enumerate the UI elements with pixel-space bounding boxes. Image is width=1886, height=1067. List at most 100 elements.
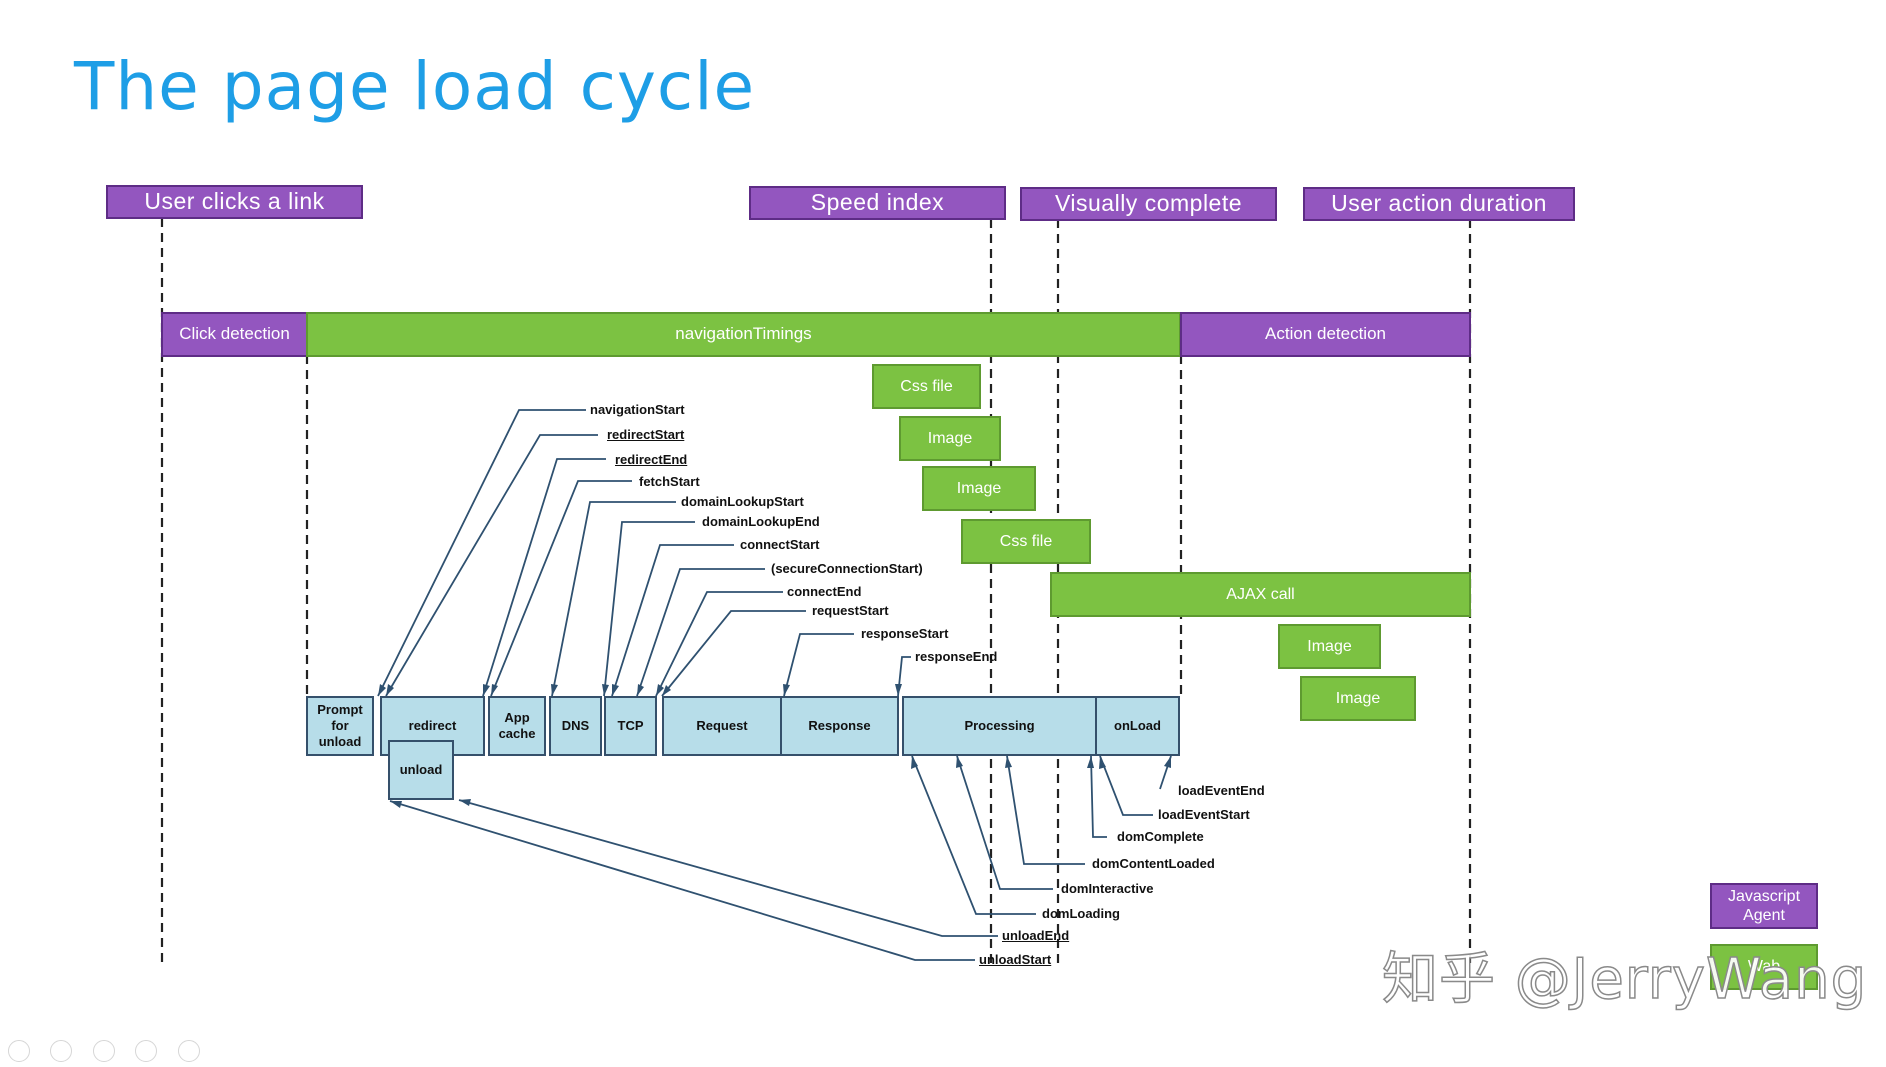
segment-label: Request — [696, 717, 748, 733]
arrow-connectStart — [611, 544, 734, 697]
event-domainLookupStart: domainLookupStart — [681, 494, 804, 509]
arrow-redirectEnd — [482, 458, 606, 697]
event-fetchStart: fetchStart — [639, 474, 700, 489]
arrow-unloadStart — [389, 800, 975, 961]
segment-prompt-for-unload: Prompt for unload — [306, 696, 374, 756]
resource-label: Image — [927, 429, 973, 447]
phase-click-detection-text: Click detection — [179, 324, 290, 344]
milestone-visually-complete-text: Visually complete — [1054, 190, 1243, 217]
milestone-user-clicks: User clicks a link — [106, 185, 363, 219]
segment-label: TCP — [617, 717, 644, 733]
top-event-arrows — [377, 409, 911, 697]
milestone-visually-complete: Visually complete — [1020, 187, 1277, 221]
event-domContentLoaded: domContentLoaded — [1092, 856, 1215, 871]
milestone-user-action-duration: User action duration — [1303, 187, 1575, 221]
event-connectStart: connectStart — [740, 537, 820, 552]
arrow-loadEventStart — [1099, 755, 1153, 816]
event-redirectEnd: redirectEnd — [615, 452, 688, 467]
slide-control-icon[interactable] — [8, 1040, 30, 1062]
page-title: The page load cycle — [74, 48, 756, 125]
event-loadEventEnd: loadEventEnd — [1178, 783, 1265, 798]
segment-label: Prompt for unload — [317, 701, 363, 750]
event-domComplete: domComplete — [1117, 829, 1204, 844]
arrow-unloadEnd — [458, 799, 998, 937]
slide-control-icon[interactable] — [50, 1040, 73, 1062]
arrow-connectEnd — [655, 591, 783, 697]
arrow-domainLookupEnd — [603, 521, 695, 697]
legend-green-box: Wab — [1710, 944, 1818, 990]
phase-navigation-timings: navigationTimings — [306, 312, 1181, 357]
segment-label: redirect — [408, 717, 457, 733]
resource-css-file: Css file — [961, 519, 1091, 564]
event-navigationStart: navigationStart — [590, 402, 685, 417]
event-secureConnectionStart: (secureConnectionStart) — [771, 561, 923, 576]
arrow-secureConnectionStart — [636, 568, 765, 697]
segment-app-cache: App cache — [488, 696, 546, 756]
segment-processing: Processing — [902, 696, 1097, 756]
legend-javascript-agent-text: Javascript Agent — [1727, 887, 1801, 924]
event-unloadEnd: unloadEnd — [1002, 928, 1070, 943]
arrow-domLoading — [911, 755, 1036, 915]
watermark: 知乎 @JerryWang — [1381, 946, 1868, 1013]
segment-tcp: TCP — [604, 696, 657, 756]
arrow-heads — [378, 684, 1171, 808]
segment-request: Request — [662, 696, 782, 756]
resource-label: Image — [1307, 637, 1352, 655]
bottom-event-arrows — [389, 755, 1172, 961]
phase-action-detection-text: Action detection — [1265, 324, 1386, 344]
resource-image: Image — [1300, 676, 1416, 721]
resource-ajax-call: AJAX call — [1050, 572, 1471, 617]
slide-controls — [8, 1040, 216, 1067]
segment-dns: DNS — [549, 696, 602, 756]
event-connectEnd: connectEnd — [787, 584, 862, 599]
resource-label: Image — [1335, 689, 1381, 707]
event-domLoading: domLoading — [1042, 906, 1120, 921]
phase-action-detection: Action detection — [1180, 312, 1471, 357]
arrow-domainLookupStart — [551, 501, 676, 697]
slide-control-icon[interactable] — [135, 1040, 158, 1062]
milestone-user-action-duration-text: User action duration — [1331, 190, 1547, 217]
event-responseEnd: responseEnd — [915, 649, 998, 664]
event-domainLookupEnd: domainLookupEnd — [702, 514, 820, 529]
legend-green-box-text: Wab — [1747, 958, 1781, 976]
arrow-navigationStart — [377, 409, 586, 697]
arrow-fetchStart — [490, 480, 632, 697]
resource-label: AJAX call — [1226, 585, 1295, 603]
resource-label: Css file — [999, 532, 1053, 550]
arrow-domInteractive — [956, 755, 1053, 890]
phase-click-detection: Click detection — [161, 312, 308, 357]
phase-navigation-timings-text: navigationTimings — [675, 324, 812, 344]
arrow-domContentLoaded — [1006, 755, 1085, 865]
resource-image: Image — [922, 466, 1036, 511]
segment-label: App cache — [498, 709, 536, 741]
arrow-responseStart — [783, 633, 854, 697]
resource-image: Image — [899, 416, 1001, 461]
slide-control-icon[interactable] — [92, 1040, 115, 1062]
milestone-speed-index: Speed index — [749, 186, 1006, 220]
segment-label: Processing — [964, 717, 1035, 733]
segment-label: Response — [808, 717, 871, 733]
event-redirectStart: redirectStart — [607, 427, 685, 442]
segment-unload: unload — [388, 740, 454, 800]
milestone-user-clicks-text: User clicks a link — [144, 188, 325, 215]
segment-label: onLoad — [1114, 717, 1161, 733]
event-responseStart: responseStart — [861, 626, 949, 641]
milestone-speed-index-text: Speed index — [810, 189, 945, 216]
resource-image: Image — [1278, 624, 1381, 669]
arrow-domComplete — [1090, 755, 1107, 838]
arrow-responseEnd — [897, 656, 911, 697]
resource-label: Image — [956, 479, 1002, 497]
arrow-redirectStart — [385, 434, 598, 697]
segment-label: unload — [399, 761, 443, 777]
legend-javascript-agent: Javascript Agent — [1710, 883, 1818, 929]
resource-label: Css file — [900, 377, 953, 395]
event-domInteractive: domInteractive — [1061, 881, 1154, 896]
event-loadEventStart: loadEventStart — [1158, 807, 1250, 822]
segment-label: DNS — [561, 717, 590, 733]
resource-css-file: Css file — [872, 364, 981, 409]
arrow-requestStart — [661, 610, 806, 697]
segment-response: Response — [780, 696, 899, 756]
event-unloadStart: unloadStart — [979, 952, 1052, 967]
slide-control-icon[interactable] — [177, 1040, 200, 1062]
